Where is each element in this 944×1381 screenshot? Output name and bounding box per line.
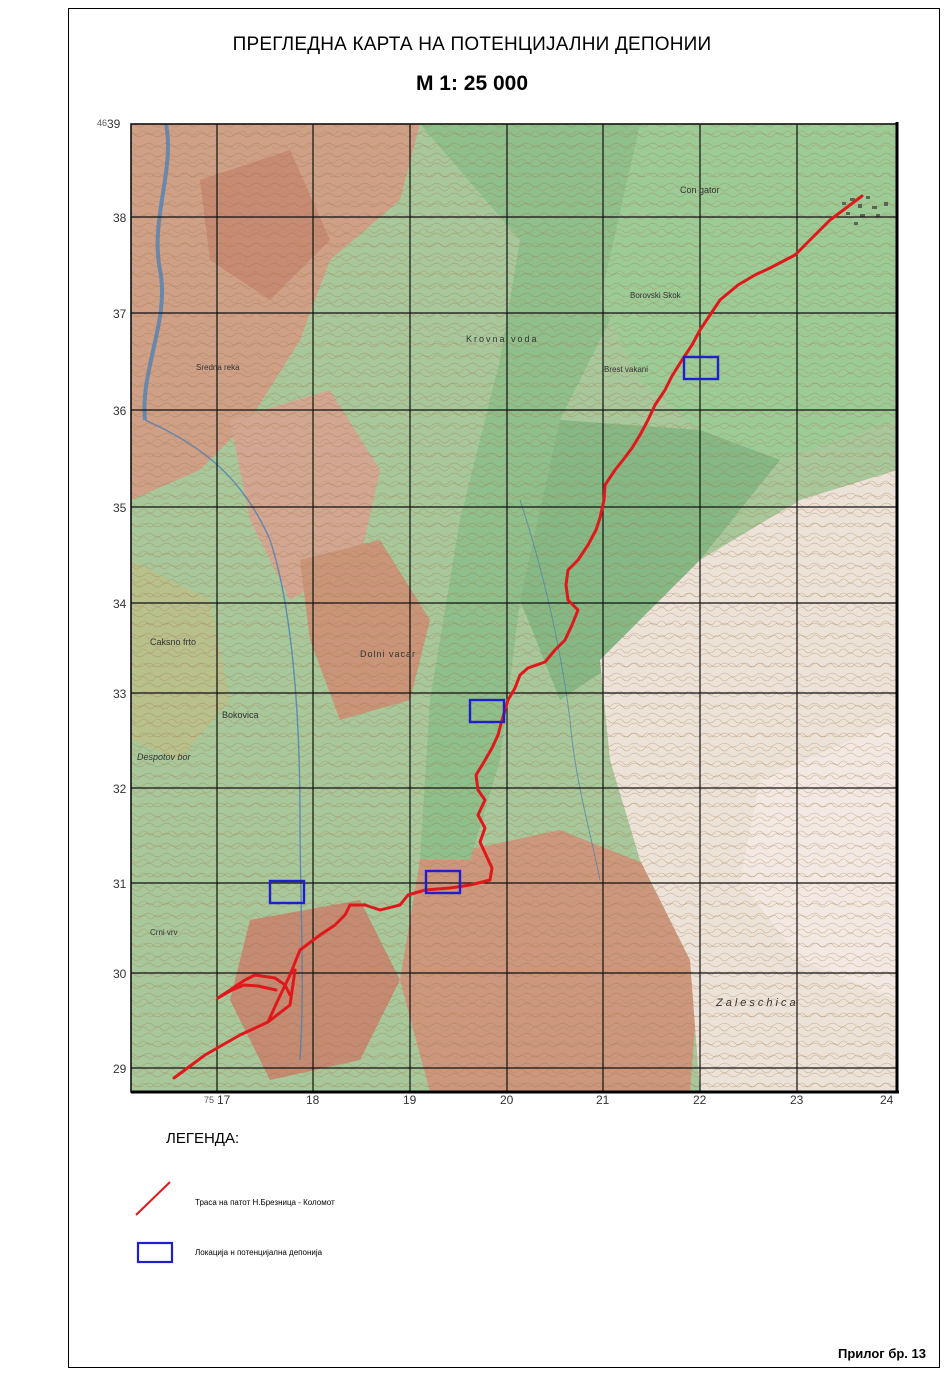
corner-label-y: 46 <box>97 118 107 128</box>
x-tick-label: 24 <box>880 1093 894 1107</box>
x-tick-label: 18 <box>306 1093 320 1107</box>
x-tick-label: 20 <box>500 1093 514 1107</box>
route-line <box>172 194 864 1080</box>
x-tick-label: 17 <box>217 1093 231 1107</box>
map-title: ПРЕГЛЕДНА КАРТА НА ПОТЕНЦИЈАЛНИ ДЕПОНИИ <box>232 34 712 55</box>
place-name: Bokovica <box>222 710 259 720</box>
deposit-location-2 <box>468 698 506 724</box>
place-name: Dolni vacar <box>360 649 416 659</box>
legend-deposit-symbol <box>136 1241 174 1264</box>
x-tick-label: 22 <box>693 1093 707 1107</box>
deposit-location-3 <box>424 869 462 895</box>
x-tick-label: 23 <box>790 1093 804 1107</box>
x-tick-label: 19 <box>403 1093 417 1107</box>
y-tick-label: 31 <box>113 877 127 891</box>
deposit-location-4 <box>268 879 306 905</box>
place-name: Despotov bor <box>137 752 192 762</box>
y-tick-label: 30 <box>113 967 127 981</box>
y-tick-label: 38 <box>113 211 127 225</box>
y-tick-label: 37 <box>113 307 127 321</box>
place-name: Crni vrv <box>150 928 178 937</box>
y-tick-label: 29 <box>113 1062 127 1076</box>
place-name: Zaleschica <box>715 997 799 1009</box>
legend-deposit-label: Локација н потенцијална депонија <box>195 1248 323 1257</box>
y-tick-label: 36 <box>113 404 127 418</box>
y-tick-label: 34 <box>113 597 127 611</box>
legend-route-symbol <box>135 1181 171 1216</box>
map-scale: М 1: 25 000 <box>415 72 529 95</box>
y-tick-label: 39 <box>107 117 121 131</box>
y-tick-label: 33 <box>113 687 127 701</box>
place-name: Borovski Skok <box>630 291 682 300</box>
place-name: Con gator <box>680 185 720 195</box>
deposit-location-1 <box>682 355 720 381</box>
legend-title: ЛЕГЕНДА: <box>166 1130 240 1147</box>
corner-label-x: 75 <box>204 1095 214 1105</box>
annex-label: Прилог бр. 13 <box>838 1346 926 1361</box>
y-tick-label: 35 <box>113 501 127 515</box>
place-name: Brest vakani <box>604 365 648 374</box>
map-grid <box>130 123 898 1093</box>
y-tick-label: 32 <box>113 782 127 796</box>
legend-route-label: Траса на патот Н.Брезница - Коломот <box>195 1198 335 1207</box>
place-name: Sredna reka <box>196 363 240 372</box>
x-tick-label: 21 <box>596 1093 610 1107</box>
place-name: Krovna voda <box>466 334 539 344</box>
place-name: Caksno frto <box>150 637 196 647</box>
